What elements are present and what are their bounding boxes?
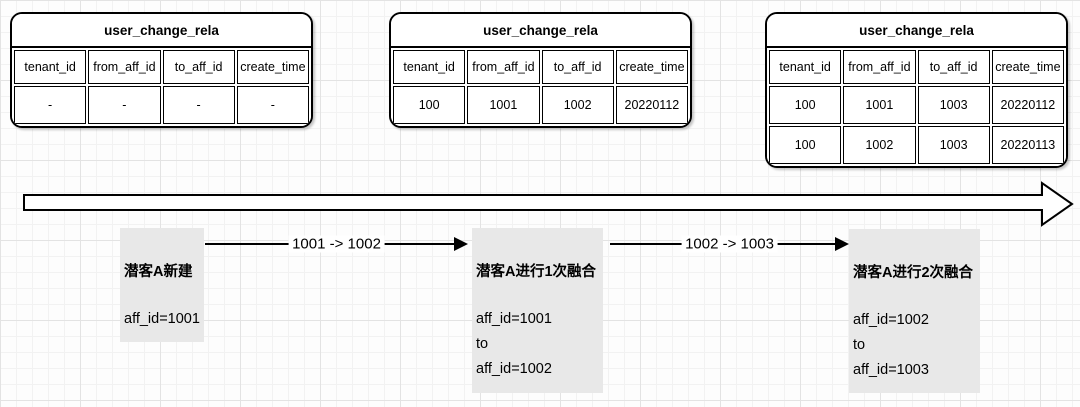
- db-table-card-1: user_change_rela tenant_id from_aff_id t…: [10, 12, 313, 128]
- table-cell: 1001: [843, 86, 916, 124]
- stage-box-merge-2: 潜客A进行2次融合 aff_id=1002 to aff_id=1003: [849, 229, 980, 393]
- table-cell: -: [162, 86, 235, 124]
- stage-title: 潜客A新建: [124, 264, 193, 280]
- table-cell: 100: [769, 86, 842, 124]
- stage-line: aff_id=1003: [853, 362, 929, 378]
- db-table-card-2: user_change_rela tenant_id from_aff_id t…: [389, 12, 692, 128]
- table-grid: tenant_id from_aff_id to_aff_id create_t…: [391, 48, 690, 126]
- column-header: from_aff_id: [843, 50, 916, 84]
- table-cell: 1003: [917, 126, 990, 164]
- table-cell: 1003: [917, 86, 990, 124]
- table-cell: 20220112: [991, 86, 1064, 124]
- table-cell: 100: [393, 86, 466, 124]
- table-cell: -: [88, 86, 161, 124]
- table-cell: 1002: [541, 86, 614, 124]
- column-header: tenant_id: [14, 50, 87, 84]
- timeline-arrow: [23, 181, 1074, 227]
- table-cell: -: [14, 86, 87, 124]
- table-cell: 100: [769, 126, 842, 164]
- transition-label: 1002 -> 1003: [681, 235, 778, 253]
- column-header: to_aff_id: [162, 50, 235, 84]
- stage-line: to: [476, 336, 489, 352]
- column-header: from_aff_id: [467, 50, 540, 84]
- arrowhead-icon: [454, 237, 468, 251]
- transition-label: 1001 -> 1002: [288, 235, 385, 253]
- table-cell: 1002: [843, 126, 916, 164]
- arrowhead-icon: [835, 237, 849, 251]
- column-header: to_aff_id: [541, 50, 614, 84]
- stage-line: to: [853, 337, 866, 353]
- table-cell: 1001: [467, 86, 540, 124]
- column-header: to_aff_id: [917, 50, 990, 84]
- table-title: user_change_rela: [12, 14, 311, 48]
- column-header: create_time: [615, 50, 688, 84]
- stage-line: aff_id=1002: [476, 361, 552, 377]
- column-header: from_aff_id: [88, 50, 161, 84]
- stage-line: aff_id=1001: [124, 311, 200, 327]
- stage-title: 潜客A进行1次融合: [476, 264, 597, 280]
- stage-box-merge-1: 潜客A进行1次融合 aff_id=1001 to aff_id=1002: [472, 228, 603, 393]
- table-cell: -: [236, 86, 309, 124]
- transition-arrow-1: 1001 -> 1002: [205, 235, 468, 253]
- stage-line: aff_id=1002: [853, 312, 929, 328]
- stage-title: 潜客A进行2次融合: [853, 265, 974, 281]
- column-header: tenant_id: [393, 50, 466, 84]
- table-cell: 20220112: [615, 86, 688, 124]
- stage-line: aff_id=1001: [476, 311, 552, 327]
- db-table-card-3: user_change_rela tenant_id from_aff_id t…: [765, 12, 1068, 168]
- column-header: tenant_id: [769, 50, 842, 84]
- stage-box-created: 潜客A新建 aff_id=1001: [120, 228, 204, 342]
- table-title: user_change_rela: [391, 14, 690, 48]
- table-title: user_change_rela: [767, 14, 1066, 48]
- table-cell: 20220113: [991, 126, 1064, 164]
- table-grid: tenant_id from_aff_id to_aff_id create_t…: [767, 48, 1066, 166]
- transition-arrow-2: 1002 -> 1003: [610, 235, 849, 253]
- table-grid: tenant_id from_aff_id to_aff_id create_t…: [12, 48, 311, 126]
- column-header: create_time: [991, 50, 1064, 84]
- column-header: create_time: [236, 50, 309, 84]
